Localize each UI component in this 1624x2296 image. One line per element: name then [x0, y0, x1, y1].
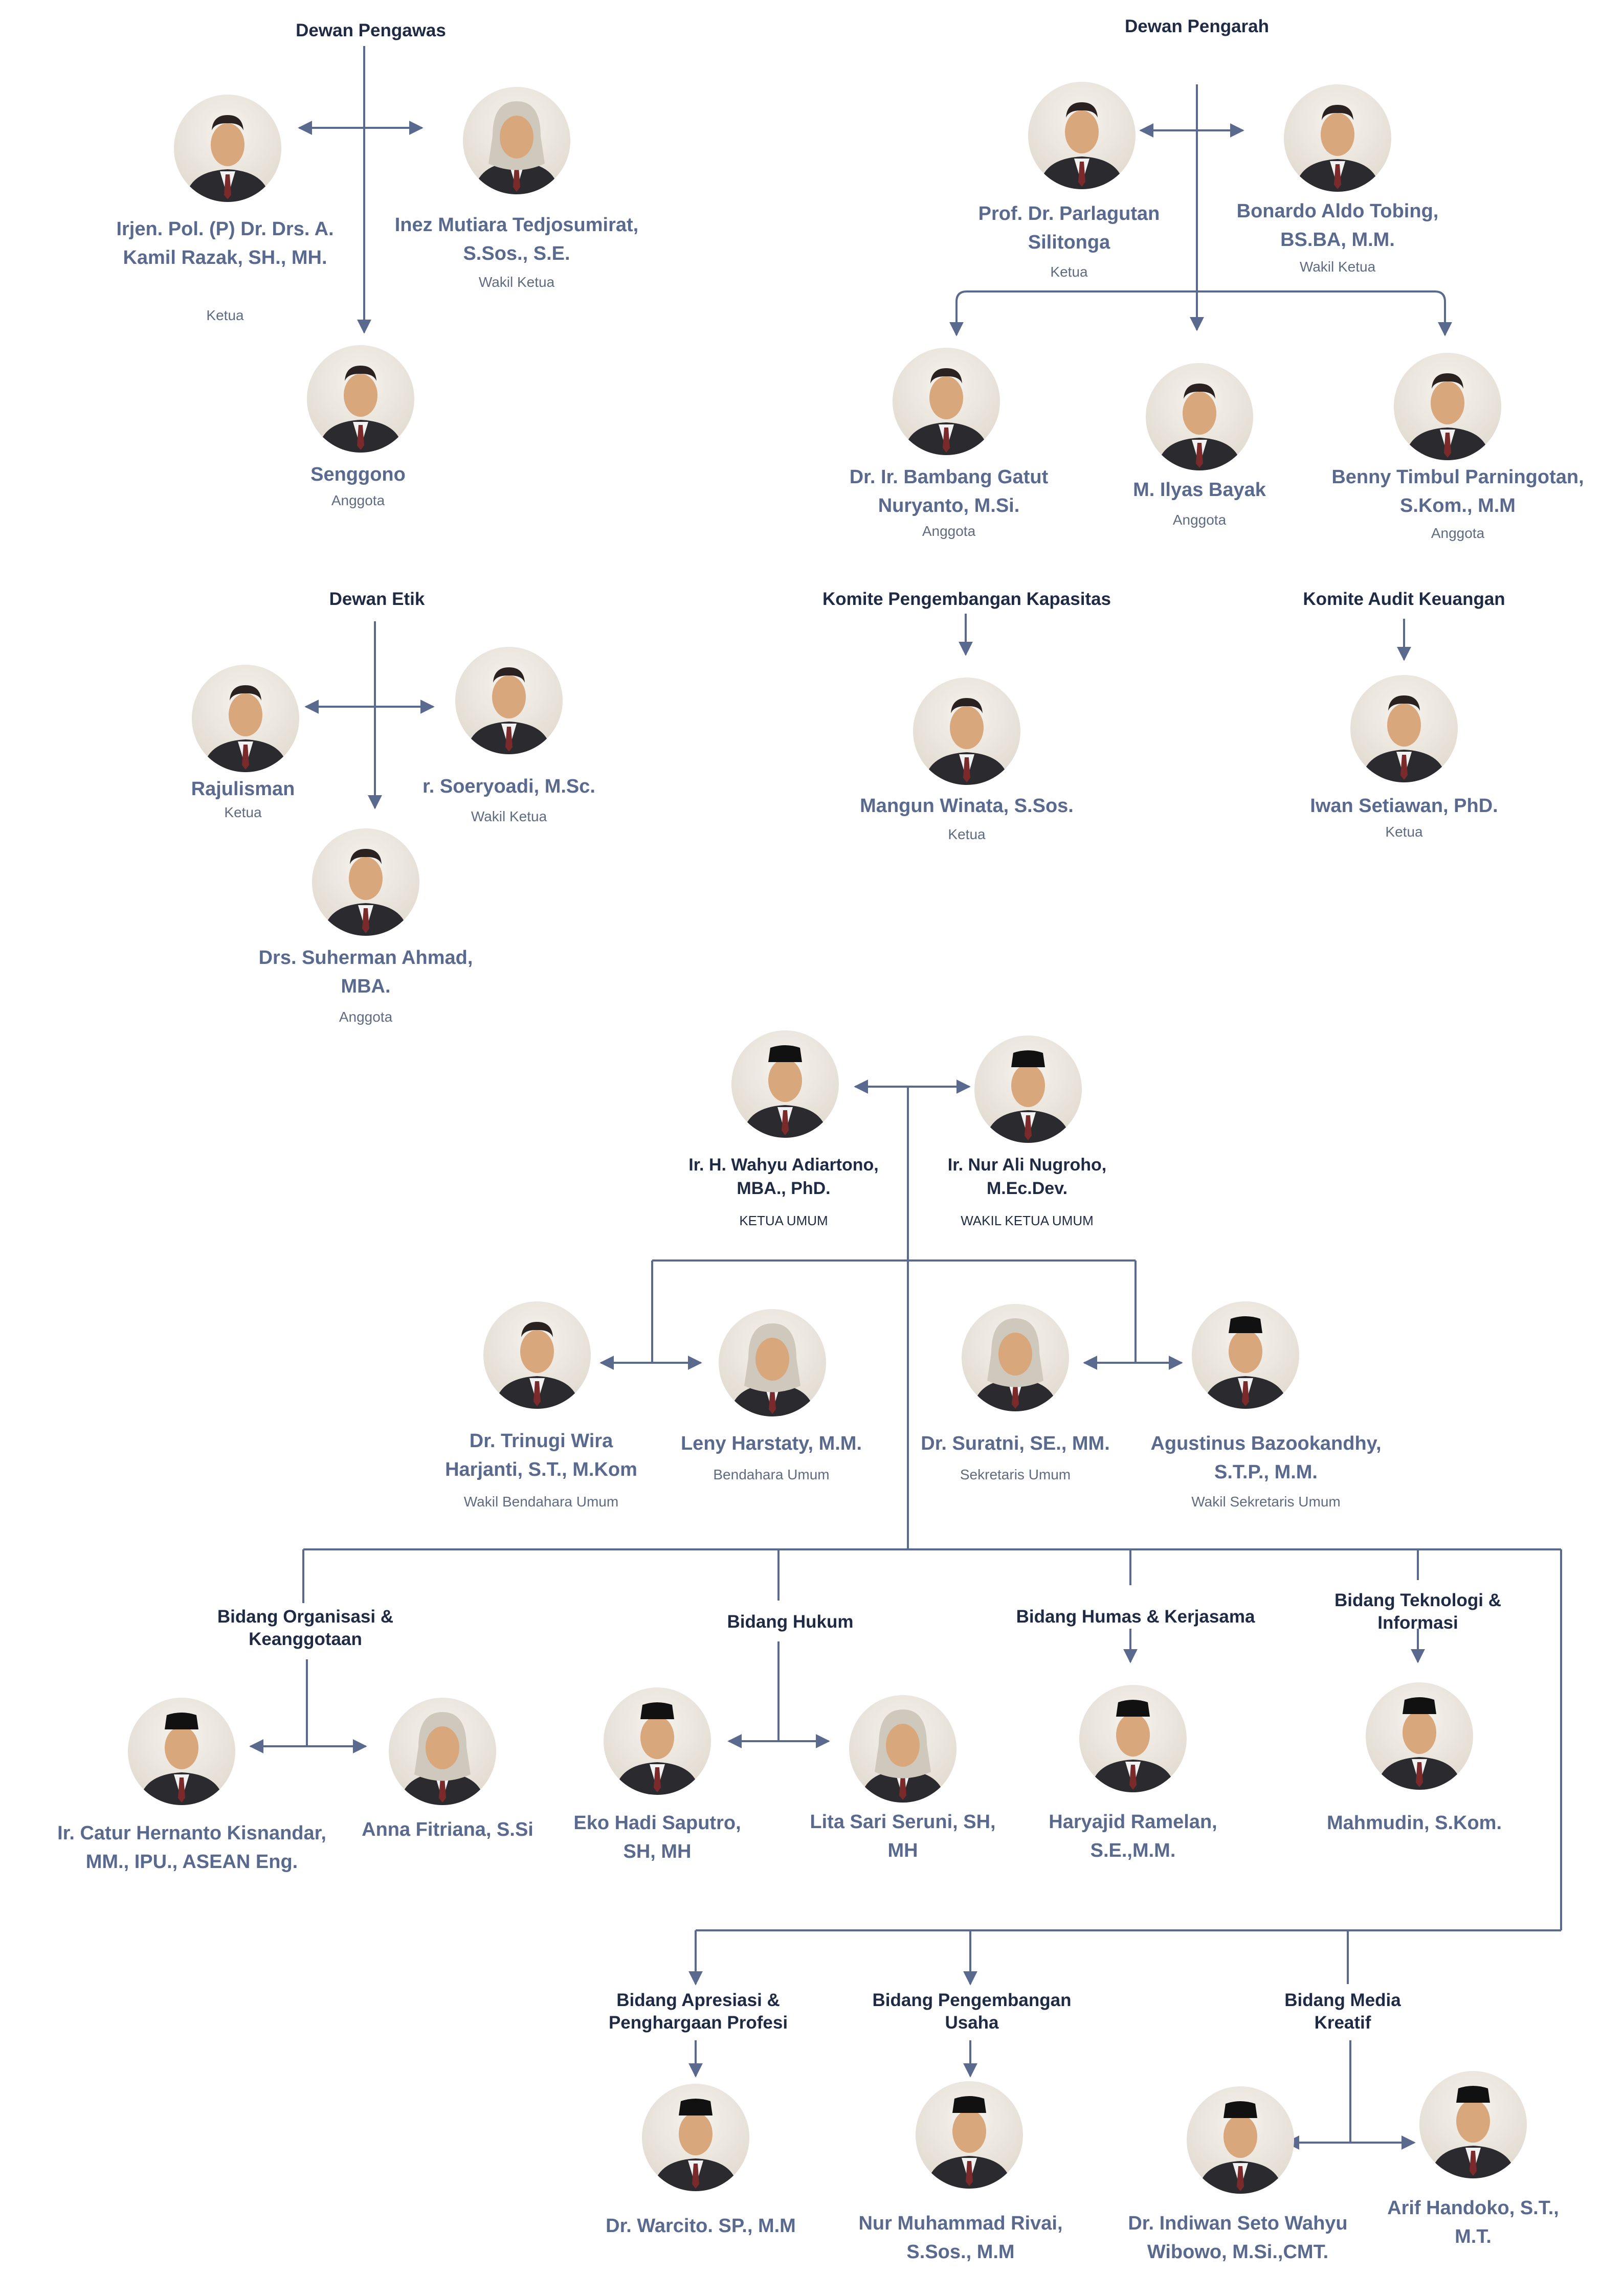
member-role-g5-m0: KETUA UMUM — [739, 1213, 828, 1228]
member-name-g1-m3: M. Ilyas Bayak — [1133, 479, 1266, 501]
person-portrait-icon — [1284, 84, 1391, 192]
person-peci-portrait-icon — [1419, 2071, 1527, 2178]
member-name-g5-m3: Leny Harstaty, M.M. — [680, 1433, 862, 1454]
member-role-g1-m3: Anggota — [1172, 512, 1227, 528]
person-peci-portrait-icon — [1079, 1685, 1187, 1792]
member-role-g1-m1: Wakil Ketua — [1299, 259, 1376, 275]
group-heading-komite-audit-keuangan: Komite Audit Keuangan — [1303, 589, 1505, 609]
group-heading-bidang-teknologi: Bidang Teknologi & Informasi — [1334, 1590, 1501, 1633]
person-peci-portrait-icon — [604, 1687, 711, 1795]
member-name-g6-m0: Ir. Catur Hernanto Kisnandar, MM., IPU.,… — [57, 1822, 326, 1873]
person-hijab-portrait-icon — [849, 1695, 956, 1803]
member-role-g3-m0: Ketua — [948, 826, 986, 842]
member-name-g5-m4: Dr. Suratni, SE., MM. — [921, 1433, 1110, 1454]
member-role-g2-m0: Ketua — [224, 804, 262, 820]
group-heading-bidang-humas: Bidang Humas & Kerjasama — [1016, 1607, 1255, 1627]
member-name-g1-m0: Prof. Dr. Parlagutan Silitonga — [978, 203, 1160, 253]
member-name-g8-m0: Haryajid Ramelan, S.E.,M.M. — [1049, 1811, 1217, 1861]
member-name-g1-m2: Dr. Ir. Bambang Gatut Nuryanto, M.Si. — [849, 466, 1049, 516]
member-name-g2-m1: r. Soeryoadi, M.Sc. — [422, 776, 595, 797]
person-peci-portrait-icon — [1366, 1682, 1473, 1790]
person-portrait-icon — [1146, 363, 1253, 470]
member-name-g0-m0: Irjen. Pol. (P) Dr. Drs. A. Kamil Razak,… — [116, 218, 334, 268]
member-role-g4-m0: Ketua — [1385, 824, 1423, 840]
person-portrait-icon — [1394, 353, 1501, 460]
member-name-g10-m0: Dr. Warcito. SP., M.M — [606, 2215, 796, 2237]
member-name-g9-m0: Mahmudin, S.Kom. — [1327, 1812, 1502, 1834]
member-name-g0-m1: Inez Mutiara Tedjosumirat, S.Sos., S.E. — [394, 214, 639, 264]
person-peci-portrait-icon — [128, 1698, 235, 1805]
person-hijab-portrait-icon — [463, 87, 570, 194]
member-name-g5-m5: Agustinus Bazookandhy, S.T.P., M.M. — [1150, 1433, 1382, 1483]
person-peci-portrait-icon — [1187, 2086, 1294, 2194]
member-role-g1-m2: Anggota — [922, 523, 976, 539]
member-role-g2-m2: Anggota — [339, 1009, 393, 1025]
member-role-g1-m0: Ketua — [1050, 264, 1088, 280]
member-name-g2-m0: Rajulisman — [191, 778, 295, 800]
member-role-g0-m0: Ketua — [206, 307, 244, 323]
member-role-g5-m5: Wakil Sekretaris Umum — [1191, 1494, 1341, 1510]
member-name-g0-m2: Senggono — [310, 464, 406, 485]
member-name-g4-m0: Iwan Setiawan, PhD. — [1310, 795, 1498, 817]
member-name-g3-m0: Mangun Winata, S.Sos. — [860, 795, 1074, 817]
person-hijab-portrait-icon — [389, 1698, 496, 1805]
member-role-g0-m2: Anggota — [331, 492, 385, 508]
member-name-g11-m0: Nur Muhammad Rivai, S.Sos., M.M — [858, 2213, 1063, 2263]
person-peci-portrait-icon — [731, 1030, 839, 1138]
group-heading-dewan-etik: Dewan Etik — [329, 589, 425, 609]
member-name-g1-m4: Benny Timbul Parningotan, S.Kom., M.M — [1331, 466, 1584, 516]
group-heading-bidang-apresiasi: Bidang Apresiasi & Penghargaan Profesi — [608, 1990, 788, 2033]
person-portrait-icon — [1350, 675, 1458, 782]
group-heading-dewan-pengarah: Dewan Pengarah — [1124, 16, 1270, 36]
member-name-g5-m1: Ir. Nur Ali Nugroho, M.Ec.Dev. — [947, 1155, 1107, 1198]
member-name-g7-m1: Lita Sari Seruni, SH, MH — [810, 1811, 996, 1861]
person-portrait-icon — [913, 678, 1020, 785]
member-name-g5-m2: Dr. Trinugi Wira Harjanti, S.T., M.Kom — [445, 1430, 637, 1480]
member-name-g12-m1: Arif Handoko, S.T., M.T. — [1387, 2197, 1559, 2247]
person-portrait-icon — [312, 828, 419, 936]
group-heading-bidang-pengembangan-usaha: Bidang Pengembangan Usaha — [872, 1990, 1072, 2033]
member-name-g2-m2: Drs. Suherman Ahmad, MBA. — [258, 947, 473, 997]
person-portrait-icon — [307, 345, 414, 453]
person-peci-portrait-icon — [1192, 1301, 1299, 1409]
group-heading-bidang-media-kreatif: Bidang Media Kreatif — [1284, 1990, 1401, 2033]
person-portrait-icon — [174, 95, 281, 202]
group-heading-komite-pengembangan-kapasitas: Komite Pengembangan Kapasitas — [822, 589, 1111, 609]
member-role-g2-m1: Wakil Ketua — [471, 808, 547, 824]
member-role-g5-m2: Wakil Bendahara Umum — [463, 1494, 619, 1510]
group-heading-dewan-pengawas: Dewan Pengawas — [296, 20, 446, 40]
person-peci-portrait-icon — [916, 2081, 1023, 2189]
member-role-g5-m3: Bendahara Umum — [713, 1467, 830, 1482]
member-name-g6-m1: Anna Fitriana, S.Si — [362, 1819, 533, 1840]
person-hijab-portrait-icon — [962, 1304, 1069, 1411]
member-role-g5-m4: Sekretaris Umum — [960, 1467, 1071, 1482]
person-portrait-icon — [483, 1301, 591, 1409]
person-peci-portrait-icon — [642, 2084, 749, 2191]
member-name-g1-m1: Bonardo Aldo Tobing, BS.BA, M.M. — [1236, 200, 1439, 251]
member-name-g5-m0: Ir. H. Wahyu Adiartono, MBA., PhD. — [688, 1155, 879, 1198]
person-portrait-icon — [1028, 82, 1136, 189]
member-role-g0-m1: Wakil Ketua — [478, 274, 555, 290]
member-name-g12-m0: Dr. Indiwan Seto Wahyu Wibowo, M.Si.,CMT… — [1128, 2213, 1348, 2263]
member-role-g1-m4: Anggota — [1431, 525, 1485, 541]
person-portrait-icon — [192, 665, 299, 772]
person-peci-portrait-icon — [974, 1036, 1082, 1143]
group-heading-bidang-organisasi: Bidang Organisasi & Keanggotaan — [217, 1607, 394, 1649]
member-name-g7-m0: Eko Hadi Saputro, SH, MH — [573, 1812, 741, 1862]
member-role-g5-m1: WAKIL KETUA UMUM — [961, 1213, 1094, 1228]
group-heading-bidang-hukum: Bidang Hukum — [727, 1612, 854, 1632]
person-portrait-icon — [455, 647, 563, 754]
person-hijab-portrait-icon — [719, 1309, 826, 1416]
person-portrait-icon — [893, 348, 1000, 455]
